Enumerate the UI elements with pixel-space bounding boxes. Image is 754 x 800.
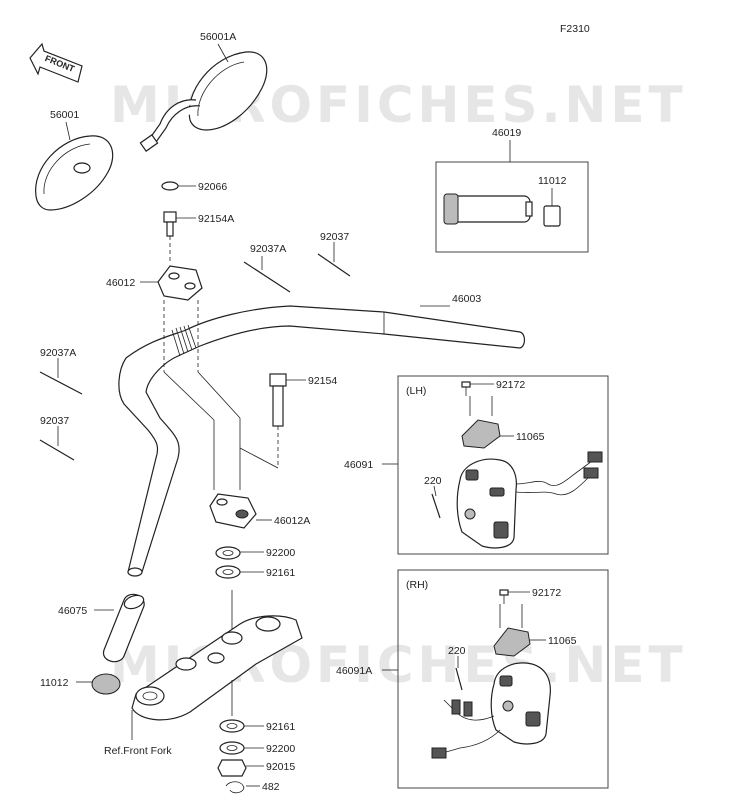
label-lh-220: 220 bbox=[424, 475, 442, 487]
grip-end-11012-top bbox=[543, 205, 561, 227]
label-46003: 46003 bbox=[452, 293, 481, 305]
label-92200-bottom: 92200 bbox=[266, 743, 295, 755]
mirror-right bbox=[139, 51, 268, 152]
washer-92161-top bbox=[215, 565, 241, 579]
label-482: 482 bbox=[262, 781, 280, 793]
label-lh-92172: 92172 bbox=[496, 379, 525, 391]
screw-lh-92172 bbox=[461, 381, 471, 396]
label-92037-top: 92037 bbox=[320, 231, 349, 243]
bolt-92154 bbox=[269, 373, 287, 427]
clamp-46012A bbox=[209, 493, 257, 529]
label-46019: 46019 bbox=[492, 127, 521, 139]
label-92015: 92015 bbox=[266, 761, 295, 773]
lh-tag: (LH) bbox=[406, 385, 426, 397]
label-46012A: 46012A bbox=[274, 515, 310, 527]
label-46012: 46012 bbox=[106, 277, 135, 289]
nut-92015 bbox=[217, 759, 247, 777]
grip-end-11012-bottom bbox=[91, 673, 121, 695]
upper-triple-clamp bbox=[131, 615, 303, 721]
label-46091A: 46091A bbox=[336, 665, 372, 677]
part-92066 bbox=[161, 181, 179, 191]
grip-46019 bbox=[443, 193, 533, 225]
washer-92161-bottom bbox=[219, 719, 245, 733]
label-46091: 46091 bbox=[344, 459, 373, 471]
label-92037-left: 92037 bbox=[40, 415, 69, 427]
cover-lh-11065 bbox=[461, 419, 501, 449]
label-ref-front-fork: Ref.Front Fork bbox=[104, 745, 172, 757]
screw-lh-220 bbox=[431, 493, 441, 519]
label-46075: 46075 bbox=[58, 605, 87, 617]
screw-rh-92172 bbox=[499, 589, 509, 604]
rh-tag: (RH) bbox=[406, 579, 428, 591]
label-92154: 92154 bbox=[308, 375, 337, 387]
label-56001A: 56001A bbox=[200, 31, 236, 43]
switch-housing-lh bbox=[456, 451, 603, 549]
washer-92200-bottom bbox=[219, 741, 245, 755]
label-11012-bottom: 11012 bbox=[40, 677, 69, 689]
label-56001: 56001 bbox=[50, 109, 79, 121]
switch-rh-box bbox=[397, 569, 609, 789]
figure-code: F2310 bbox=[560, 23, 590, 35]
label-rh-92172: 92172 bbox=[532, 587, 561, 599]
label-92037A-left: 92037A bbox=[40, 347, 76, 359]
mirror-left bbox=[35, 135, 114, 211]
label-11012-top: 11012 bbox=[538, 175, 567, 187]
grip-46075 bbox=[102, 593, 145, 663]
clamp-46012 bbox=[157, 265, 203, 301]
bolt-92154A bbox=[163, 211, 177, 237]
label-92161-bottom: 92161 bbox=[266, 721, 295, 733]
clip-482 bbox=[225, 781, 245, 794]
front-arrow-icon: FRONT bbox=[29, 42, 83, 83]
cover-rh-11065 bbox=[493, 627, 531, 657]
label-rh-220: 220 bbox=[448, 645, 466, 657]
label-92154A: 92154A bbox=[198, 213, 234, 225]
switch-lh-box bbox=[397, 375, 609, 555]
label-92200-top: 92200 bbox=[266, 547, 295, 559]
label-lh-11065: 11065 bbox=[516, 431, 545, 443]
label-rh-11065: 11065 bbox=[548, 635, 577, 647]
label-92066: 92066 bbox=[198, 181, 227, 193]
washer-92200-top bbox=[215, 546, 241, 560]
grip-assembly-box bbox=[435, 161, 589, 253]
label-92037A-top: 92037A bbox=[250, 243, 286, 255]
screw-rh-220 bbox=[455, 667, 463, 691]
label-92161-top: 92161 bbox=[266, 567, 295, 579]
switch-housing-rh bbox=[431, 662, 551, 759]
handlebar-46003 bbox=[118, 305, 526, 577]
